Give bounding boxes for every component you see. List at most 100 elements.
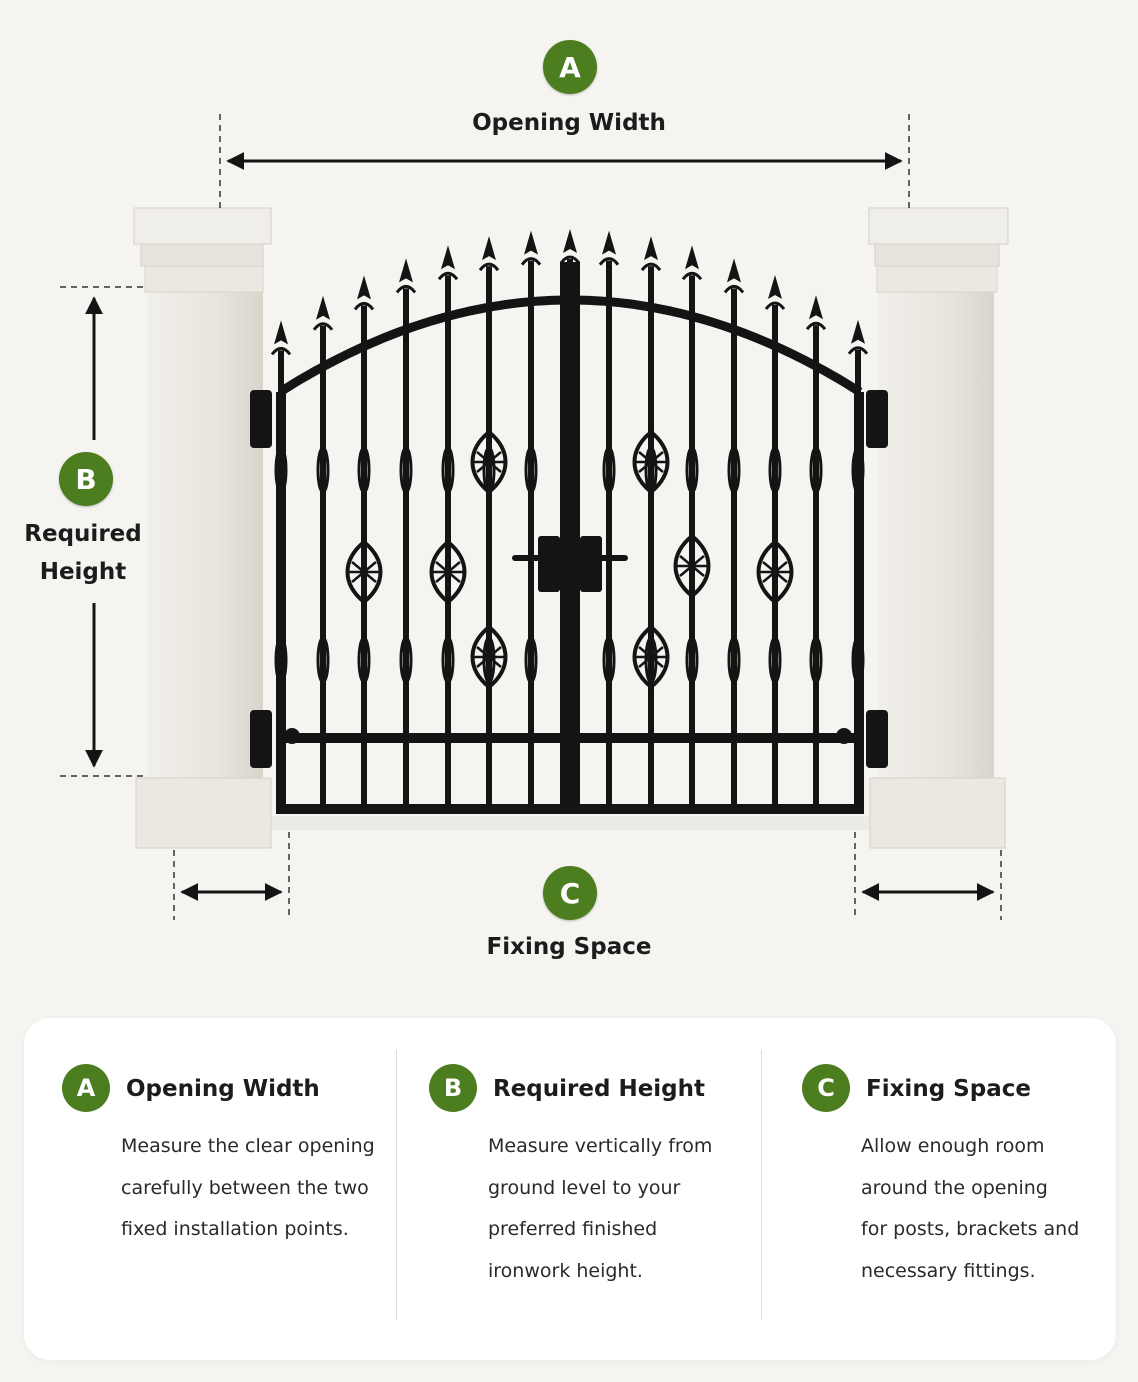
- bar-twist: [602, 636, 616, 684]
- finial-collar: [353, 301, 375, 311]
- bar-twist: [685, 636, 699, 684]
- gate-illustration: [60, 114, 1009, 920]
- gate-bar: [278, 350, 284, 806]
- basket-lattice: [760, 561, 790, 583]
- gate-latch-icon: [538, 536, 560, 592]
- opening-width-title: Opening Width: [126, 1076, 320, 1102]
- spear-finial-icon: [768, 274, 782, 299]
- bar-twist: [768, 446, 782, 494]
- finial-collar: [270, 346, 292, 356]
- height-badge: B: [59, 452, 113, 506]
- finial-collar: [559, 255, 581, 264]
- height-dimension: [60, 286, 146, 777]
- fixing-space-title: Fixing Space: [866, 1076, 1031, 1102]
- gate-bar: [731, 288, 737, 806]
- bar-twist: [316, 446, 330, 494]
- spear-finial-icon: [602, 230, 616, 255]
- divider: [761, 1050, 762, 1320]
- latch-handle: [512, 555, 628, 561]
- spear-finial-icon: [727, 258, 741, 283]
- basket-twist-icon: [673, 533, 711, 599]
- basket-twist-icon: [345, 539, 383, 605]
- bar-twist: [768, 636, 782, 684]
- measurement-guide-card: A Opening Width Measure the clear openin…: [24, 1018, 1116, 1360]
- gate-measurement-diagram: A Opening Width B Required Height C Fixi…: [24, 40, 1009, 960]
- basket-twist-icon: [632, 429, 670, 495]
- spear-finial-icon: [524, 230, 538, 255]
- finial-collar: [437, 271, 459, 281]
- bar-twist: [441, 636, 455, 684]
- spear-finial-icon: [399, 258, 413, 283]
- guide-item-fixing-space: C Fixing Space Allow enough room around …: [764, 1018, 1116, 1360]
- gate-bar: [320, 325, 326, 806]
- hinge-icon: [866, 390, 888, 448]
- bar-twist: [524, 446, 538, 494]
- basket-lattice: [474, 646, 504, 668]
- gate-bar: [486, 266, 492, 806]
- bar-twist: [274, 446, 288, 494]
- bar-twist: [399, 446, 413, 494]
- bar-twist: [727, 446, 741, 494]
- basket-twist-icon: [470, 624, 508, 690]
- basket-twist-icon: [756, 539, 794, 605]
- hinge-bolt: [836, 728, 852, 744]
- finial-collar: [847, 346, 869, 355]
- opening-width-badge: A: [62, 1064, 110, 1112]
- opening-width-description: Measure the clear opening carefully betw…: [121, 1135, 375, 1240]
- bar-twist: [399, 636, 413, 684]
- right-pillar: [868, 207, 1009, 849]
- fixing-space-badge: C: [802, 1064, 850, 1112]
- fixing-space-description: Allow enough room around the opening for…: [861, 1135, 1080, 1282]
- finial-collar: [312, 322, 334, 331]
- hinge-bolt: [284, 728, 300, 744]
- bar-twist: [685, 446, 699, 494]
- ground-strip: [260, 816, 880, 830]
- wrought-iron-gate: [250, 229, 888, 814]
- gate-bar: [403, 288, 409, 806]
- guide-item-opening-width: A Opening Width Measure the clear openin…: [24, 1018, 396, 1360]
- bar-twist: [274, 636, 288, 684]
- basket-lattice: [433, 561, 463, 583]
- finial-collar: [520, 257, 542, 266]
- bar-twist: [357, 636, 371, 684]
- spear-finial-icon: [316, 295, 330, 320]
- height-label: Required Height: [24, 521, 142, 585]
- spear-finial-icon: [357, 275, 371, 300]
- finial-collar: [805, 321, 827, 331]
- basket-lattice: [349, 561, 379, 583]
- basket-lattice: [474, 451, 504, 473]
- gate-bar: [528, 260, 534, 806]
- width-dimension: [219, 114, 910, 208]
- bar-twist: [316, 636, 330, 684]
- required-height-title: Required Height: [493, 1076, 706, 1102]
- gate-bar: [689, 275, 695, 807]
- hinge-icon: [250, 390, 272, 448]
- basket-lattice: [636, 451, 666, 473]
- fixing-badge: C: [543, 866, 597, 920]
- hinge-icon: [866, 710, 888, 768]
- finial-collar: [764, 301, 786, 310]
- bar-twist: [727, 636, 741, 684]
- left-pillar: [133, 207, 272, 849]
- bar-twist: [809, 636, 823, 684]
- required-height-description: Measure vertically from ground level to …: [488, 1135, 713, 1282]
- basket-lattice: [677, 555, 707, 577]
- gate-bar: [772, 304, 778, 806]
- gate-bar: [648, 266, 654, 806]
- bar-twist: [357, 446, 371, 494]
- finial-collar: [478, 262, 500, 272]
- guide-item-required-height: B Required Height Measure vertically fro…: [391, 1018, 761, 1360]
- finial-collar: [640, 262, 662, 272]
- width-label: Opening Width: [472, 110, 666, 136]
- fixing-label: Fixing Space: [486, 934, 652, 960]
- spear-finial-icon: [809, 295, 823, 320]
- basket-twist-icon: [470, 429, 508, 495]
- gate-bar: [606, 260, 612, 806]
- gate-bar: [813, 325, 819, 806]
- gate-bar: [855, 349, 861, 806]
- width-badge: A: [543, 40, 597, 94]
- bar-twist: [602, 446, 616, 494]
- required-height-badge: B: [429, 1064, 477, 1112]
- hinge-icon: [250, 710, 272, 768]
- spear-finial-icon: [441, 245, 455, 270]
